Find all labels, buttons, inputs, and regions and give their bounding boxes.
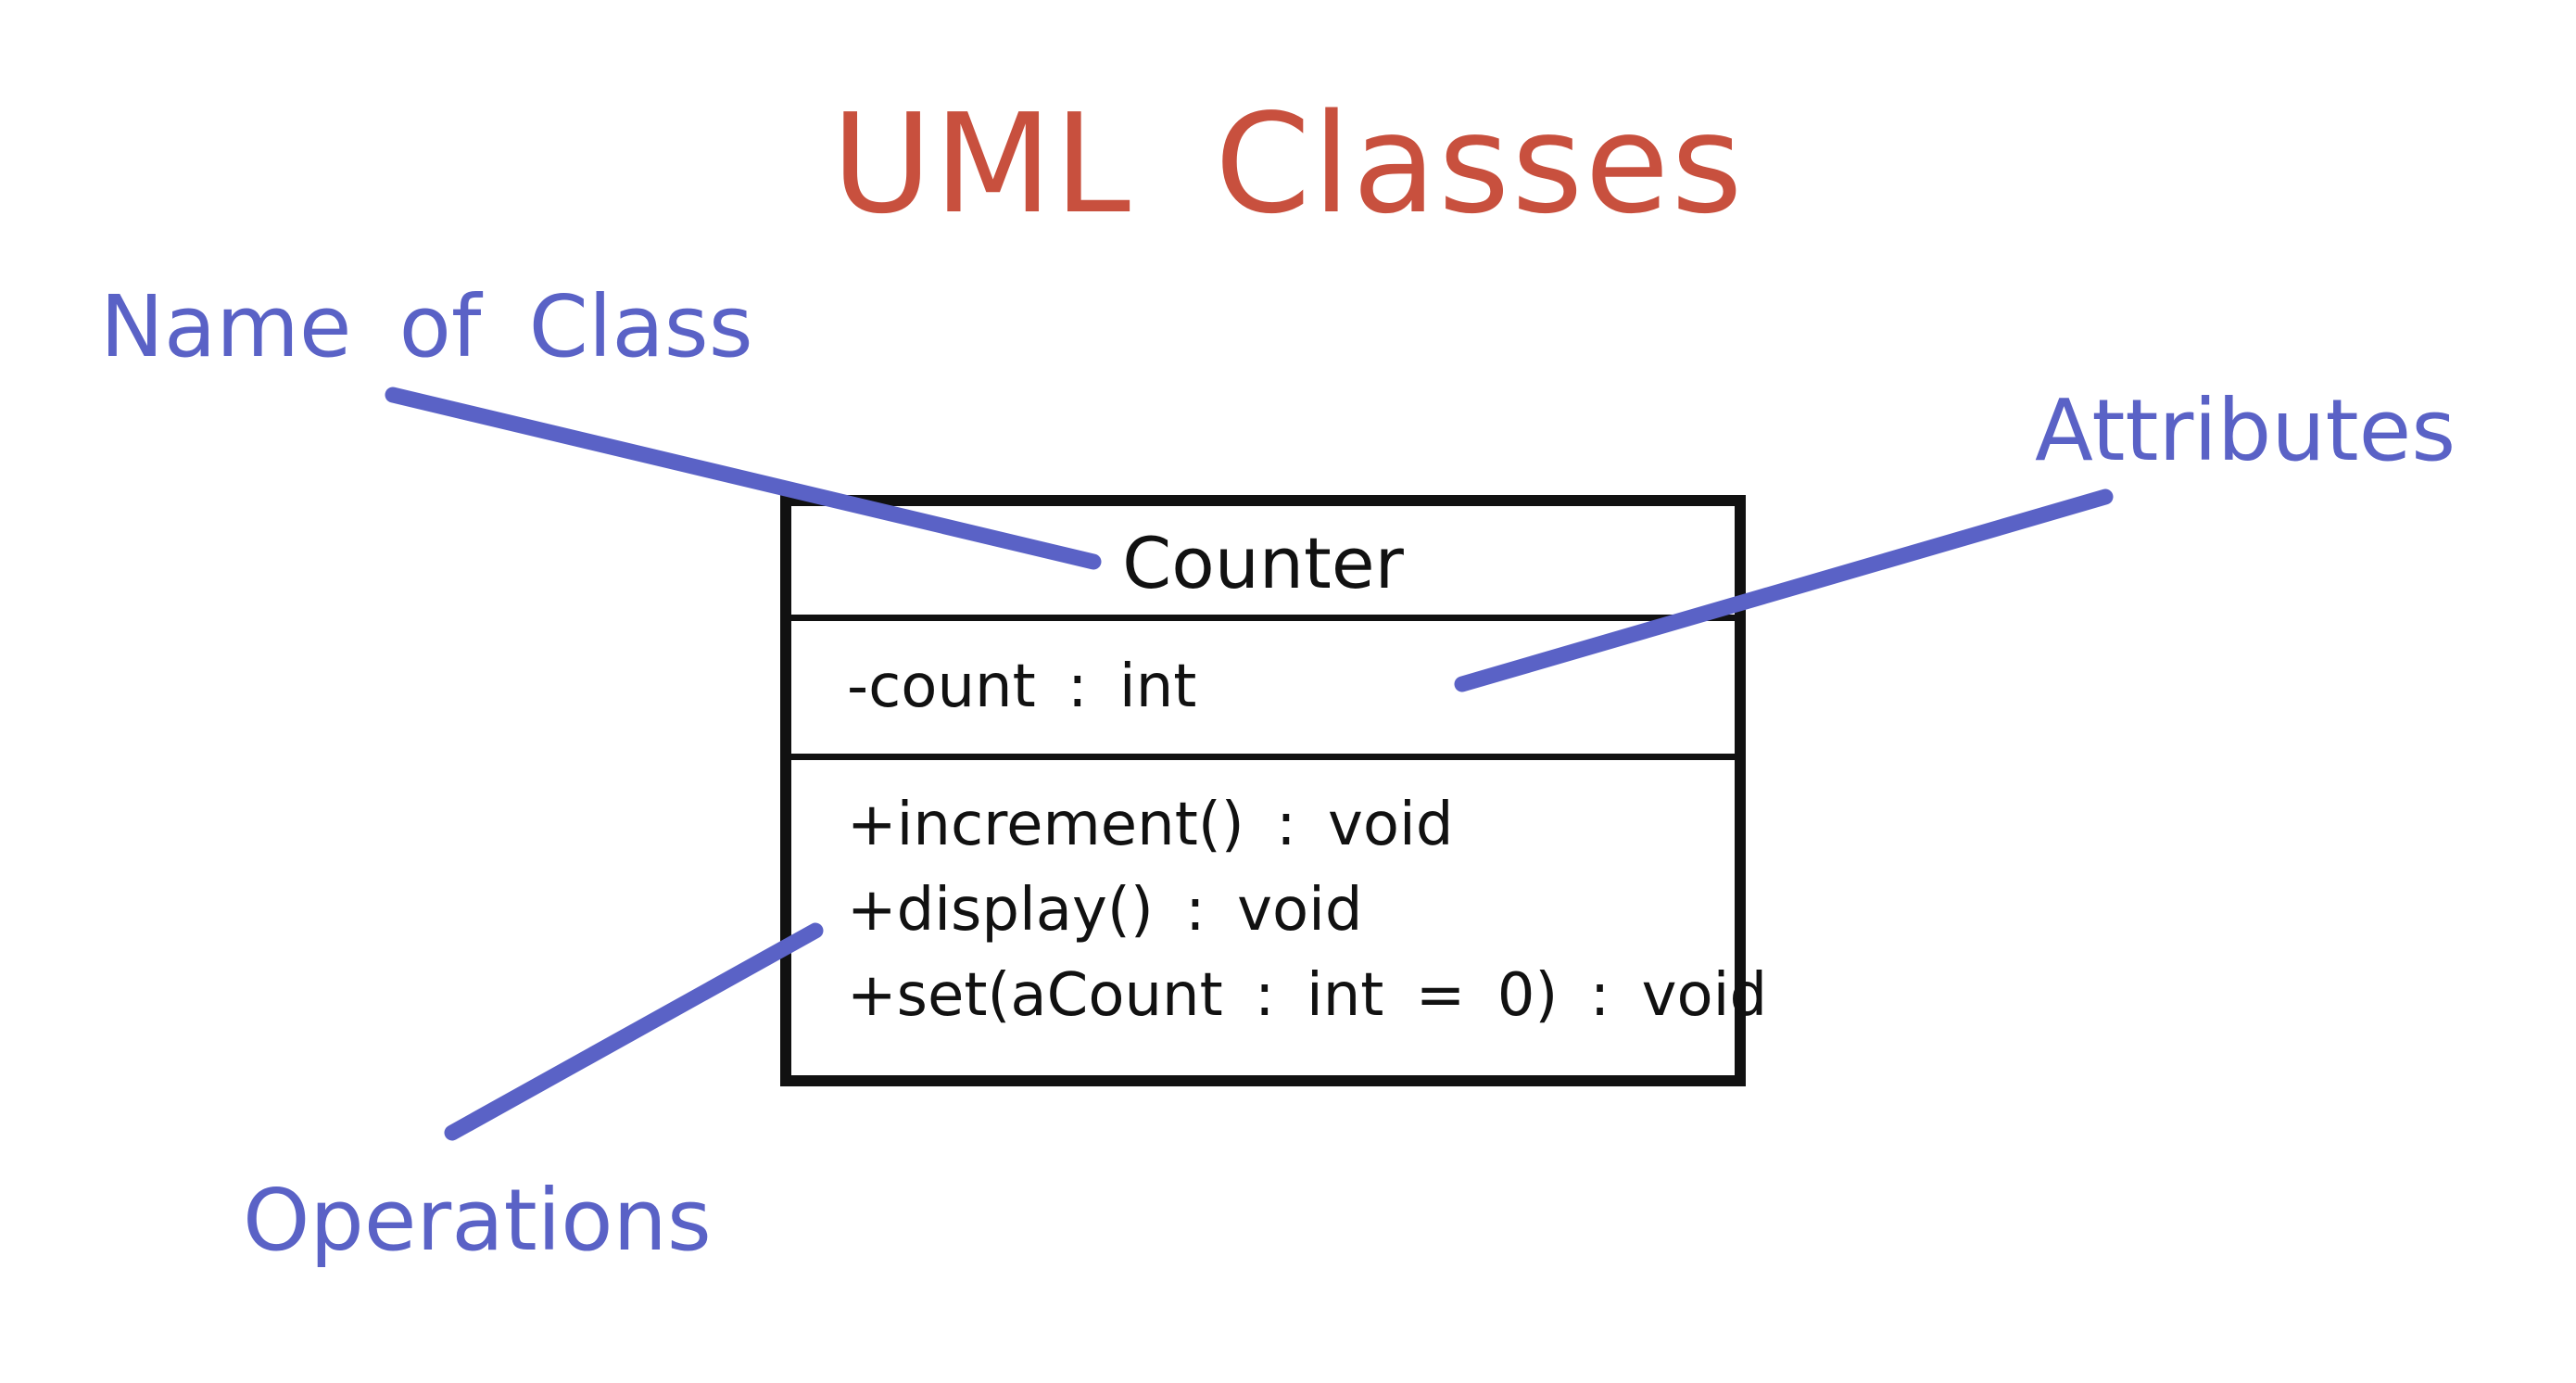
attributes-label: Attributes (2035, 381, 2456, 480)
attributes-section: -count : int (791, 621, 1735, 760)
operation-set: +set(aCount : int = 0) : void (847, 961, 1768, 1030)
operations-section: +increment() : void +display() : void +s… (791, 760, 1768, 1075)
class-name: Counter (791, 506, 1735, 621)
attribute-count: -count : int (847, 653, 1197, 721)
name-of-class-label: Name of Class (100, 277, 753, 376)
operation-increment: +increment() : void (847, 791, 1454, 859)
operations-pointer (444, 922, 824, 1141)
operation-display: +display() : void (847, 876, 1363, 945)
operations-label: Operations (243, 1171, 712, 1270)
diagram-title: UML Classes (831, 84, 1745, 244)
uml-class-box: Counter -count : int +increment() : void… (780, 495, 1768, 1086)
